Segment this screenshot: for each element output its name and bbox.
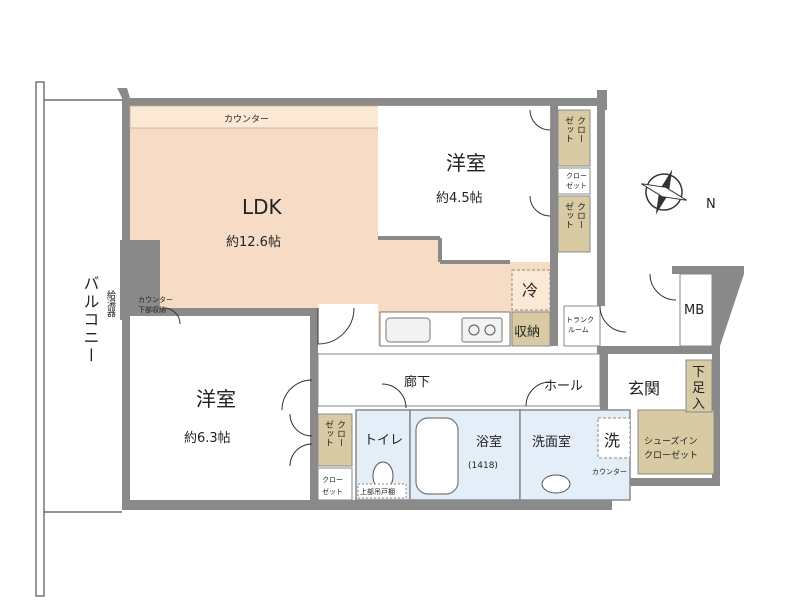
- shoes-in-label-1: シューズイン: [644, 435, 698, 447]
- storage-label: 収納: [514, 325, 540, 340]
- bathtub-icon: [415, 417, 459, 495]
- upper-shelf-label: 上部吊戸棚: [360, 487, 395, 496]
- western-room-south-name: 洋室: [196, 387, 236, 411]
- upper-shelf: [357, 483, 407, 499]
- toilet-label: トイレ: [364, 433, 403, 448]
- western-room-north-size: 約4.5帖: [436, 191, 483, 206]
- bath-name: 浴室: [476, 434, 502, 450]
- western-room-north-floor: [378, 106, 550, 262]
- washer-space: [597, 417, 631, 459]
- compass-direction: N: [706, 197, 716, 212]
- fridge-label: 冷: [522, 281, 538, 300]
- trunk-room-label-2: ルーム: [568, 326, 589, 334]
- western-room-south-floor: [130, 316, 310, 500]
- corridor-floor: [317, 353, 601, 407]
- closet-n1-label-b: クロー: [575, 116, 585, 143]
- shoe-box-label-1: 下: [692, 365, 705, 380]
- hall-label: ホール: [544, 379, 583, 394]
- closet-s-small-label-2: ゼット: [322, 487, 343, 496]
- closet-n2-label-b: クロー: [575, 202, 585, 229]
- trunk-room: [563, 305, 601, 347]
- trunk-room-label-1: トランク: [566, 316, 594, 324]
- closet-s-label-b: クロー: [335, 420, 345, 447]
- balcony: [35, 81, 122, 597]
- closets: [317, 109, 715, 501]
- doors: [163, 109, 677, 467]
- closet-s-label-a: ゼット: [323, 420, 334, 447]
- counter-top-label: カウンター: [224, 114, 269, 125]
- shoe-box-label-2: 足: [692, 381, 705, 396]
- counter-small-label-1: カウンター: [138, 295, 173, 304]
- shoe-box-label-3: 入: [692, 397, 705, 412]
- balcony-label: バルコニー: [81, 275, 100, 365]
- washbasin-icon: [541, 474, 571, 494]
- mb-space: [679, 273, 713, 347]
- shoes-in-label-2: クローゼット: [644, 449, 698, 461]
- compass-icon: [641, 169, 687, 215]
- stove-icon: [461, 317, 503, 343]
- closet-n2-label-a: ゼット: [563, 202, 574, 229]
- counter-small-label-2: 下部収納: [138, 305, 166, 314]
- closet-n1-label-a: ゼット: [563, 116, 574, 143]
- closet-n-small-label-2: ゼット: [566, 181, 587, 190]
- entrance-label: 玄関: [628, 379, 660, 398]
- closet-s-small-label-1: クロー: [322, 476, 343, 484]
- ldk-size: 約12.6帖: [226, 235, 281, 250]
- bath-size: (1418): [468, 461, 498, 471]
- water-heater-label: 給湯器: [105, 289, 116, 317]
- western-room-north-name: 洋室: [446, 151, 486, 175]
- western-room-south-size: 約6.3帖: [184, 431, 231, 446]
- washer-label: 洗: [604, 431, 620, 450]
- corridor-label: 廊下: [404, 374, 430, 390]
- counter-wash-label: カウンター: [592, 467, 627, 476]
- fridge-space: [511, 269, 551, 311]
- sink-icon: [385, 317, 431, 343]
- washroom-label: 洗面室: [532, 434, 571, 450]
- closet-n-small-label-1: クロー: [566, 172, 587, 180]
- mb-label: MB: [684, 303, 704, 318]
- ldk-name: LDK: [242, 195, 283, 219]
